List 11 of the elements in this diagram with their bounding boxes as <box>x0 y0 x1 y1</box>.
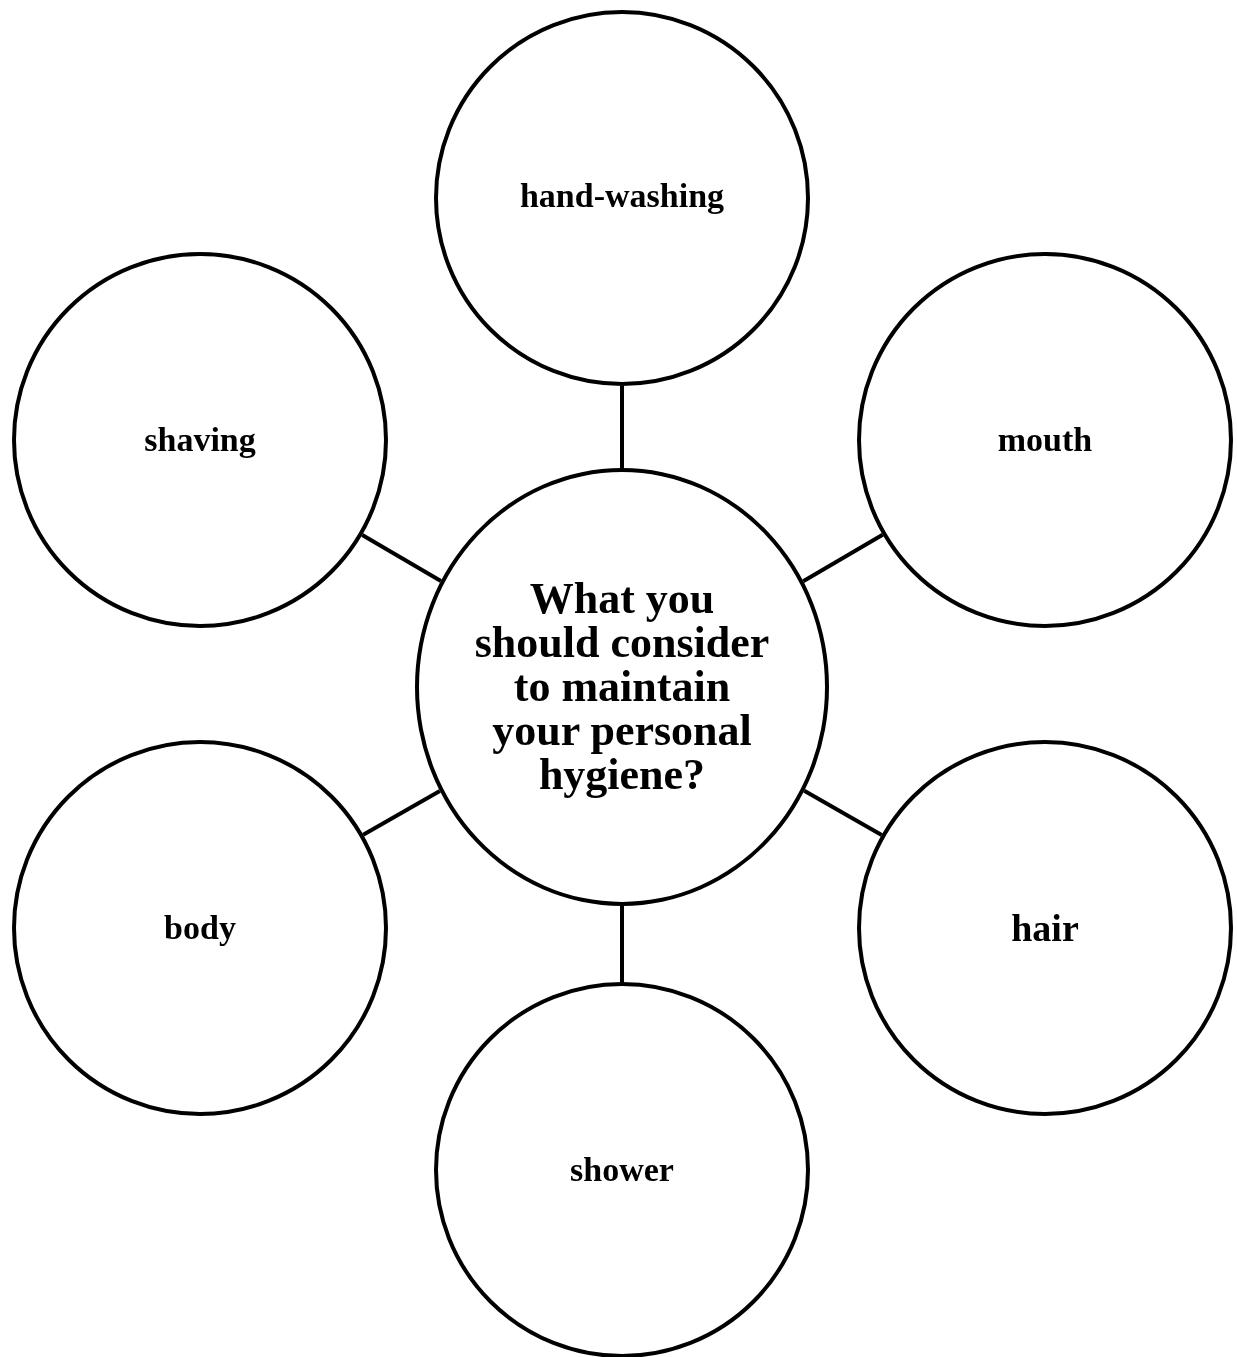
topic-label: shaving <box>143 423 257 457</box>
central-question: What you should consider to maintain your personal hygiene? <box>473 577 771 797</box>
connector-line <box>361 533 442 583</box>
topic-label: shower <box>569 1153 675 1187</box>
connector-line <box>620 906 624 982</box>
topic-label: body <box>163 911 237 945</box>
topic-label: mouth <box>996 423 1094 457</box>
topic-label: hair <box>1010 909 1080 947</box>
connector-line <box>620 386 624 468</box>
topic-label: hand-washing <box>518 179 726 213</box>
connector-line <box>802 533 884 583</box>
